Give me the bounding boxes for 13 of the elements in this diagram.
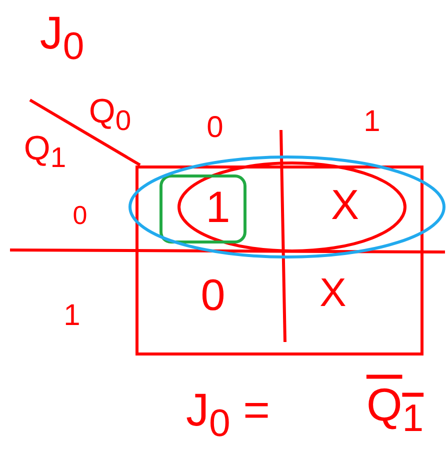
equation-text: Q$_{1}$ — [366, 382, 424, 438]
row-header: 0 — [72, 202, 88, 228]
cell-value: X — [331, 184, 359, 226]
equation-text: J$_{0}$ = — [186, 386, 270, 444]
variable-label: Q$_{1}$ — [24, 131, 66, 173]
row-header: 1 — [64, 301, 80, 331]
column-header: 0 — [206, 113, 224, 143]
cell-value: X — [320, 273, 346, 313]
variable-label: Q$_{0}$ — [88, 94, 132, 136]
column-header: 1 — [364, 107, 380, 137]
cell-value: 0 — [200, 274, 226, 318]
cell-value: 1 — [206, 186, 230, 230]
title: J$_{0}$ — [40, 10, 84, 66]
